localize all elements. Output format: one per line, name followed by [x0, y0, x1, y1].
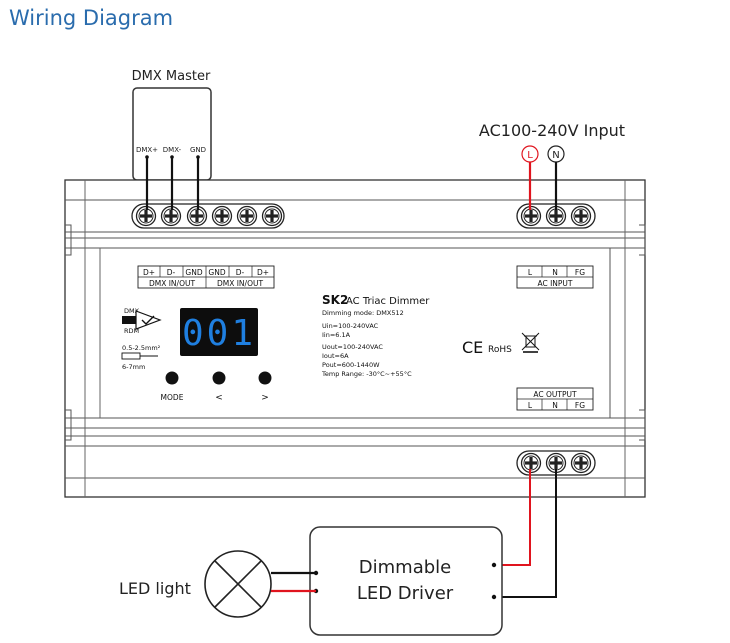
- weee-bin-icon: [521, 332, 540, 353]
- product-info: SK2 AC Triac Dimmer Dimming mode: DMX512…: [321, 293, 430, 378]
- led-light-bulb-icon: [204, 550, 272, 618]
- neutral-symbol: N: [552, 150, 559, 161]
- ac-input-screw-fg[interactable]: [570, 205, 592, 227]
- svg-text:0.5-2.5mm²: 0.5-2.5mm²: [122, 344, 161, 352]
- dmx-terminal-block: [131, 203, 285, 229]
- ac-output-label-fg: FG: [575, 401, 585, 410]
- dmx-inout-left-label: DMX IN/OUT: [149, 279, 196, 288]
- dmx-master-pin-dmx-plus: DMX+: [136, 146, 158, 154]
- dmx-terminal-label-2: D-: [167, 268, 176, 277]
- dmx-terminal-label-5: D-: [236, 268, 245, 277]
- next-button-label: >: [261, 393, 269, 403]
- svg-text:RDM: RDM: [124, 327, 139, 335]
- ac-input-labels: L N FG AC INPUT: [516, 265, 594, 289]
- dmx-screw-5[interactable]: [236, 205, 258, 227]
- dmx-terminal-label-1: D+: [143, 268, 155, 277]
- ac-output-labels: AC OUTPUT L N FG: [516, 387, 594, 411]
- diagram-title: Wiring Diagram: [9, 6, 174, 30]
- spec-pout: Pout=600-1440W: [322, 361, 380, 369]
- led-driver-box: [309, 526, 503, 636]
- ac-output-label-n: N: [552, 401, 558, 410]
- output-neutral-wire: [494, 469, 557, 598]
- live-symbol: L: [527, 150, 533, 161]
- dmx-terminal-label-6: D+: [257, 268, 269, 277]
- model-name: SK2: [322, 293, 348, 307]
- dmx-master-pin-gnd: GND: [190, 146, 206, 154]
- ce-mark: CE: [462, 338, 483, 357]
- dmx-master-label: DMX Master: [132, 69, 211, 84]
- spec-uin: Uin=100-240VAC: [322, 322, 379, 330]
- ac-input-label-fg: FG: [575, 268, 585, 277]
- ac-input-label-l: L: [528, 268, 533, 277]
- ac-output-screw-fg[interactable]: [570, 452, 592, 474]
- output-live-wire: [494, 469, 531, 566]
- led-display: 001: [180, 308, 258, 356]
- next-button[interactable]: [258, 371, 272, 385]
- led-driver-line2: LED Driver: [357, 583, 454, 604]
- product-name: AC Triac Dimmer: [346, 296, 430, 307]
- dmx-terminal-label-3: GND: [185, 268, 202, 277]
- prev-button-label: <: [215, 393, 223, 403]
- led-driver-line1: Dimmable: [359, 557, 451, 578]
- spec-temp-range: Temp Range: -30°C~+55°C: [321, 370, 412, 378]
- svg-text:DMX: DMX: [124, 307, 140, 315]
- ac-output-label-l: L: [528, 401, 533, 410]
- wire-strip-spec-icon: 0.5-2.5mm² 6-7mm: [121, 344, 161, 371]
- spec-iin: Iin=6.1A: [322, 331, 351, 339]
- svg-text:6-7mm: 6-7mm: [122, 363, 145, 371]
- rohs-mark: RoHS: [488, 345, 512, 355]
- spec-iout: Iout=6A: [322, 352, 349, 360]
- dmx-screw-6[interactable]: [261, 205, 283, 227]
- dmx-terminal-labels: D+ D- GND GND D- D+ DMX IN/OUT DMX IN/OU…: [137, 265, 275, 289]
- ac-input-label-n: N: [552, 268, 558, 277]
- ac-input-label: AC INPUT: [537, 279, 572, 288]
- spec-uout: Uout=100-240VAC: [322, 343, 383, 351]
- ac-output-label: AC OUTPUT: [533, 390, 577, 399]
- ac-input-title: AC100-240V Input: [479, 121, 625, 140]
- dmx-terminal-label-4: GND: [208, 268, 225, 277]
- dmx-wires: [145, 157, 200, 210]
- mode-button[interactable]: [165, 371, 179, 385]
- dimming-mode: Dimming mode: DMX512: [322, 309, 404, 317]
- device-housing: [64, 179, 646, 498]
- display-value: 001: [182, 313, 256, 354]
- mode-button-label: MODE: [161, 393, 184, 402]
- dmx-inout-right-label: DMX IN/OUT: [217, 279, 264, 288]
- prev-button[interactable]: [212, 371, 226, 385]
- led-light-label: LED light: [119, 579, 191, 598]
- dmx-screw-4[interactable]: [211, 205, 233, 227]
- dmx-master-pin-dmx-minus: DMX-: [163, 146, 182, 154]
- dmx-rdm-arrow-icon: DMX RDM: [122, 307, 162, 335]
